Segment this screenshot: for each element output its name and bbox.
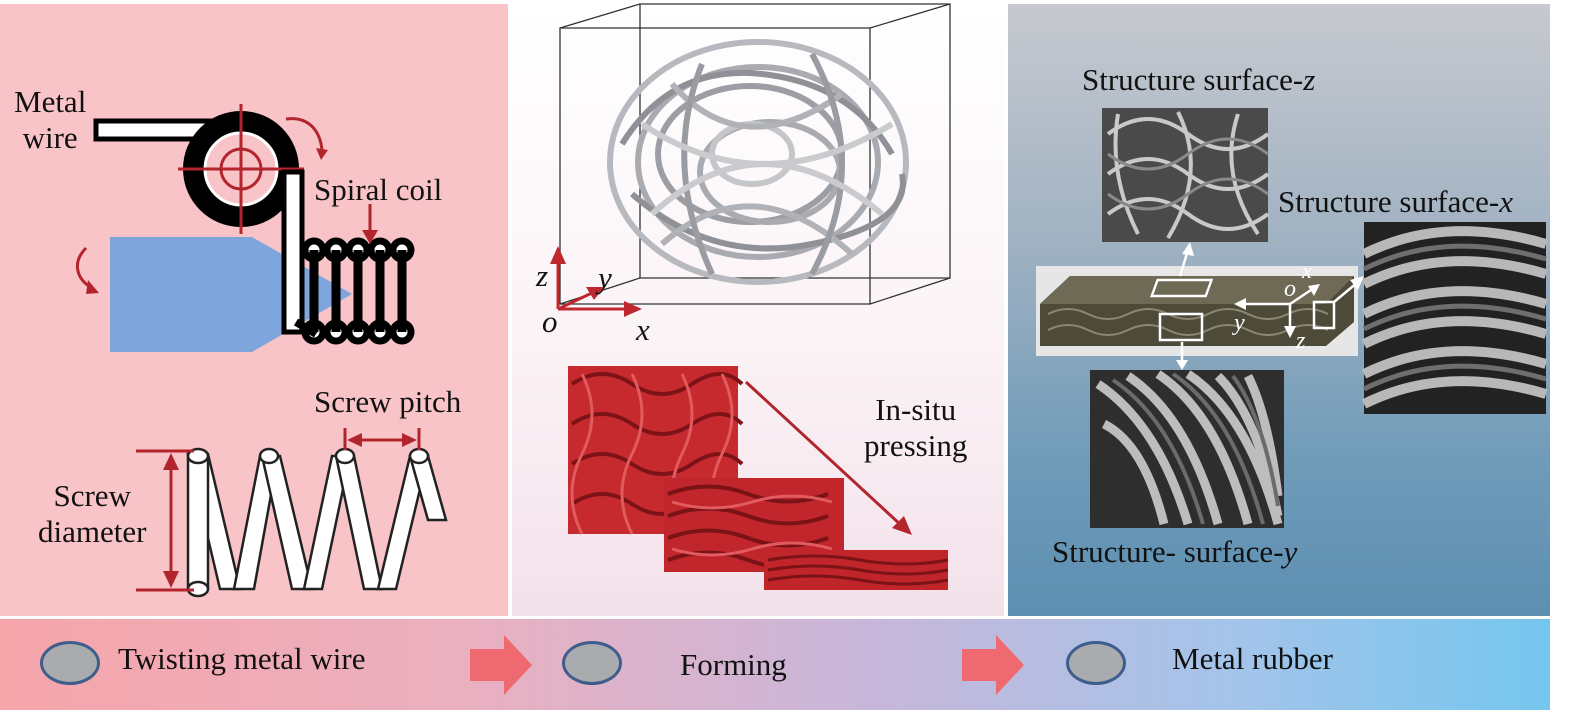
pointer-z-icon — [1182, 242, 1194, 256]
sample-axis-x-label: x — [1302, 258, 1312, 283]
spiral-coil-graphic — [301, 237, 415, 345]
axis-x-label: x — [636, 312, 650, 347]
rotation-arrow-icon — [76, 246, 93, 290]
step-bullet-icon — [40, 641, 100, 685]
step-bullet-icon — [1066, 641, 1126, 685]
pressing-stage-2 — [664, 478, 844, 572]
spiral-coil-label: Spiral coil — [314, 172, 443, 207]
step-bullet-icon — [562, 641, 622, 685]
wire-ball-graphic — [607, 39, 909, 285]
step-forming-label: Forming — [680, 647, 787, 682]
step-twisting-label: Twisting metal wire — [118, 641, 366, 676]
sample-axis-z-label: z — [1296, 328, 1306, 354]
step-arrow-icon — [470, 635, 532, 695]
metal-rubber-sample — [1036, 266, 1358, 356]
pitch-arrow-left-icon — [347, 433, 362, 447]
sample-axis-y-icon — [1234, 298, 1246, 310]
surface-y-label: Structure- surface-y — [1052, 534, 1298, 569]
sample-axis-y-label: y — [1234, 310, 1245, 336]
axis-y-arrow-icon — [586, 287, 604, 300]
surface-z-label: Structure surface-z — [1082, 62, 1316, 97]
metal-rubber-diagram — [1036, 108, 1548, 528]
axis-z-arrow-icon — [550, 246, 566, 264]
sample-axis-o-label: o — [1284, 276, 1296, 302]
panel-metal-rubber: Structure surface-z Structure surface-x … — [1008, 4, 1550, 616]
twisting-diagram — [76, 104, 448, 598]
axis-y-label: y — [598, 260, 612, 295]
axis-z-label: z — [536, 258, 549, 293]
sem-image-surface-z — [1102, 108, 1270, 242]
sample-axis-z-icon — [1284, 326, 1296, 338]
axis-o-label: o — [542, 304, 558, 339]
pressing-arrow-icon — [892, 516, 912, 535]
step-metal-rubber-label: Metal rubber — [1172, 641, 1333, 676]
rotation-arrow-icon — [285, 117, 324, 151]
pressing-stage-3 — [764, 550, 949, 590]
sem-image-surface-x — [1361, 222, 1548, 414]
axis-x-arrow-icon — [624, 301, 642, 317]
diameter-arrow-down-icon — [163, 571, 179, 588]
sem-image-surface-y — [1090, 370, 1284, 528]
screw-pitch-label: Screw pitch — [314, 384, 462, 419]
pointer-x-icon — [1350, 276, 1364, 290]
process-flow-bar: Twisting metal wire Forming Metal rubber — [0, 619, 1550, 710]
wire-feed-graphic — [93, 104, 319, 338]
helix-spring-graphic — [186, 447, 448, 598]
spiral-coil-pointer-icon — [362, 230, 378, 244]
surface-x-label: Structure surface-x — [1278, 184, 1513, 219]
pointer-y-icon — [1176, 360, 1188, 370]
step-arrow-icon — [962, 635, 1024, 695]
diameter-arrow-up-icon — [163, 453, 179, 470]
pitch-arrow-right-icon — [402, 433, 417, 447]
forming-diagram — [550, 3, 951, 590]
sample-axis-x-icon — [1308, 284, 1320, 296]
